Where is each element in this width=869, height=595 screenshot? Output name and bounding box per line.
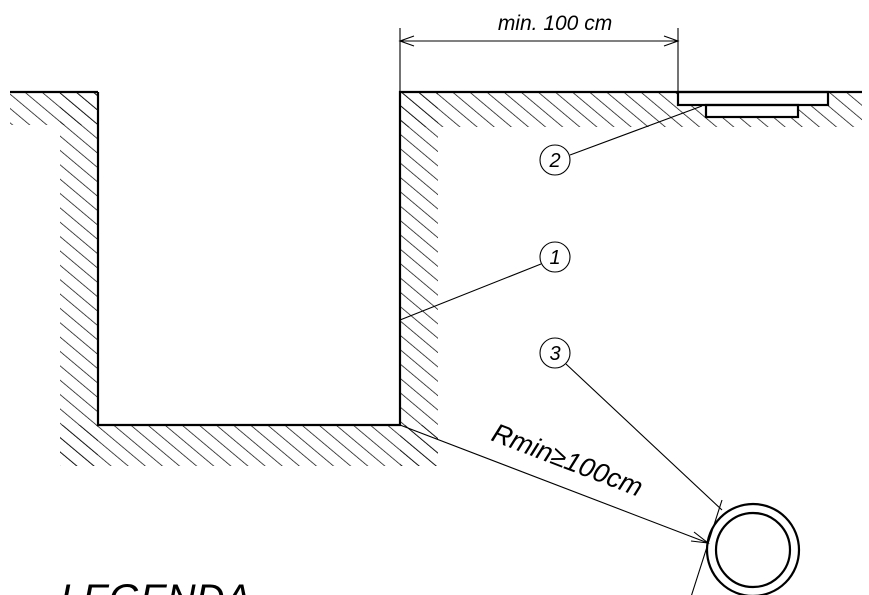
soil-right-wall	[400, 92, 438, 466]
callout-1	[399, 241, 571, 321]
soil-hatching	[10, 92, 862, 466]
trench-interior	[98, 92, 400, 425]
radius-label: Rmin≥100cm	[488, 418, 647, 503]
callout-3-number: 3	[549, 343, 560, 365]
soil-left-wall	[60, 92, 98, 466]
callout-2	[539, 105, 703, 176]
cover-base-mask	[706, 105, 798, 117]
surface-cover	[676, 90, 830, 119]
callout-3	[539, 337, 723, 511]
legend-title: LEGENDA	[60, 577, 251, 595]
dimension-line	[398, 28, 680, 92]
callout-1-number: 1	[549, 247, 560, 269]
cover-mask	[678, 92, 828, 105]
dimension-label: min. 100 cm	[498, 12, 612, 35]
pipe	[691, 499, 801, 595]
callout-2-number: 2	[548, 150, 560, 172]
soil-bottom	[60, 425, 438, 466]
